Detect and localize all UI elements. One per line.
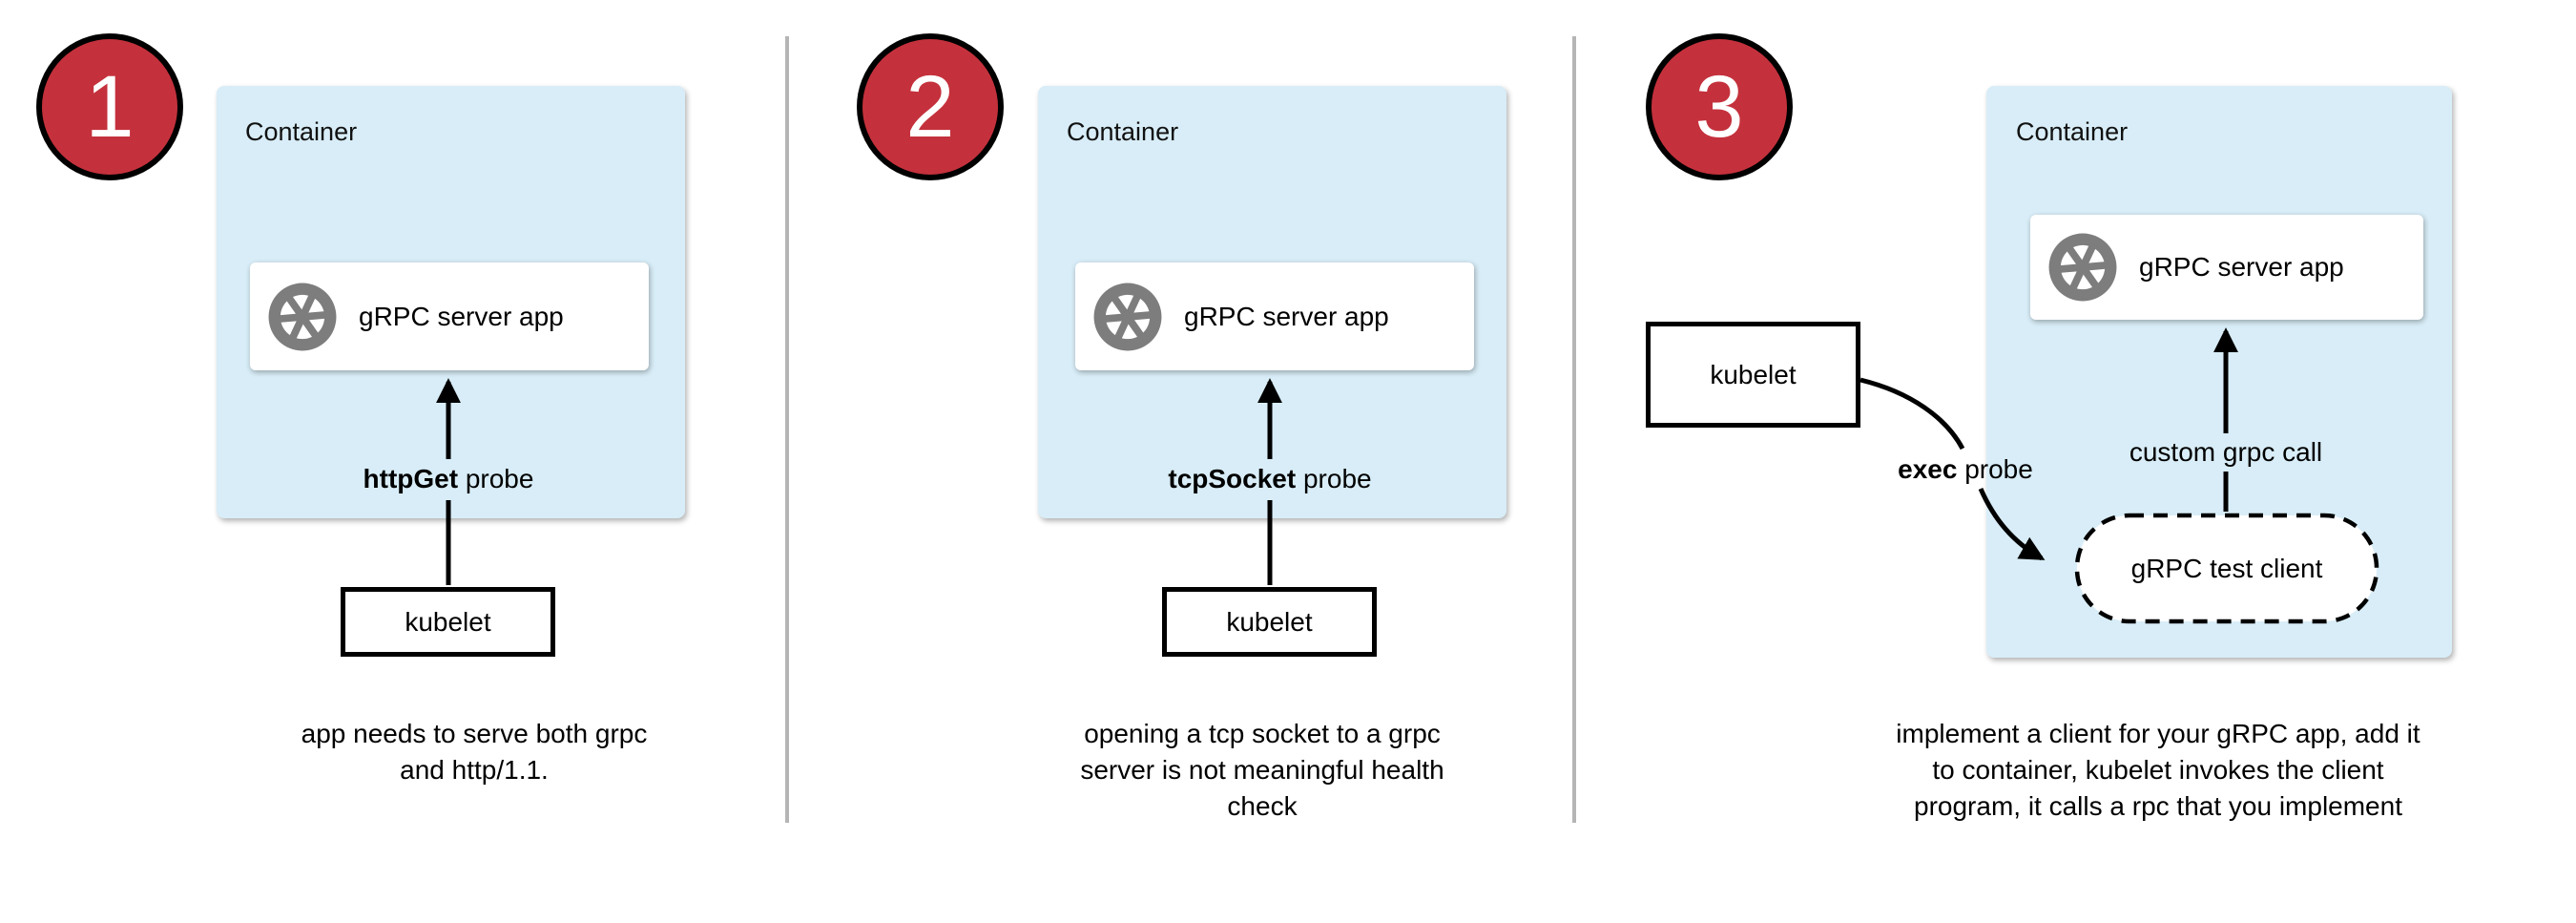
probe-kind: exec xyxy=(1898,454,1958,484)
panel-divider-1 xyxy=(785,36,789,823)
aperture-icon xyxy=(268,283,337,350)
probe-word: probe xyxy=(458,464,534,493)
probe-kind: tcpSocket xyxy=(1168,464,1297,493)
step-badge-3: 3 xyxy=(1646,33,1793,180)
step-badge-2: 2 xyxy=(857,33,1004,180)
probe-word: probe xyxy=(1296,464,1372,493)
grpc-server-app-box-2: gRPC server app xyxy=(1075,262,1474,370)
step-number: 3 xyxy=(1694,58,1744,156)
caption-3: implement a client for your gRPC app, ad… xyxy=(1896,719,2420,821)
step-number: 2 xyxy=(905,58,955,156)
step-number: 1 xyxy=(85,58,135,156)
exec-probe-curve-upper xyxy=(1859,377,1965,451)
kubelet-box-2: kubelet xyxy=(1162,587,1377,657)
caption-2: opening a tcp socket to a grpc server is… xyxy=(1080,719,1444,821)
grpc-server-app-label: gRPC server app xyxy=(359,301,564,331)
aperture-icon xyxy=(2048,233,2117,302)
probe-word: probe xyxy=(1957,454,2033,484)
caption-1: app needs to serve both grpc and http/1.… xyxy=(301,719,648,785)
container-label-2: Container xyxy=(1067,117,1179,146)
kubelet-label: kubelet xyxy=(405,606,491,637)
kubelet-label: kubelet xyxy=(1710,359,1797,389)
grpc-test-client-label: gRPC test client xyxy=(2130,553,2323,583)
kubelet-box-3: kubelet xyxy=(1646,322,1860,428)
probe-label-3: exec probe xyxy=(1860,451,2070,488)
probe-label-2: tcpSocket probe xyxy=(1127,461,1413,497)
grpc-server-app-box-3: gRPC server app xyxy=(2030,215,2423,320)
grpc-server-app-label: gRPC server app xyxy=(2139,252,2344,282)
step-badge-1: 1 xyxy=(36,33,183,180)
probe-label-1: httpGet probe xyxy=(305,461,592,497)
kubelet-box-1: kubelet xyxy=(341,587,555,657)
probe-kind: httpGet xyxy=(363,464,459,493)
grpc-server-app-box-1: gRPC server app xyxy=(250,262,649,370)
grpc-server-app-label: gRPC server app xyxy=(1184,301,1389,331)
kubelet-label: kubelet xyxy=(1226,606,1313,637)
aperture-icon xyxy=(1093,283,1162,350)
container-label-3: Container xyxy=(2016,117,2129,146)
grpc-call-label: custom grpc call xyxy=(2129,437,2323,467)
container-label-1: Container xyxy=(245,117,358,146)
panel-divider-2 xyxy=(1572,36,1576,823)
